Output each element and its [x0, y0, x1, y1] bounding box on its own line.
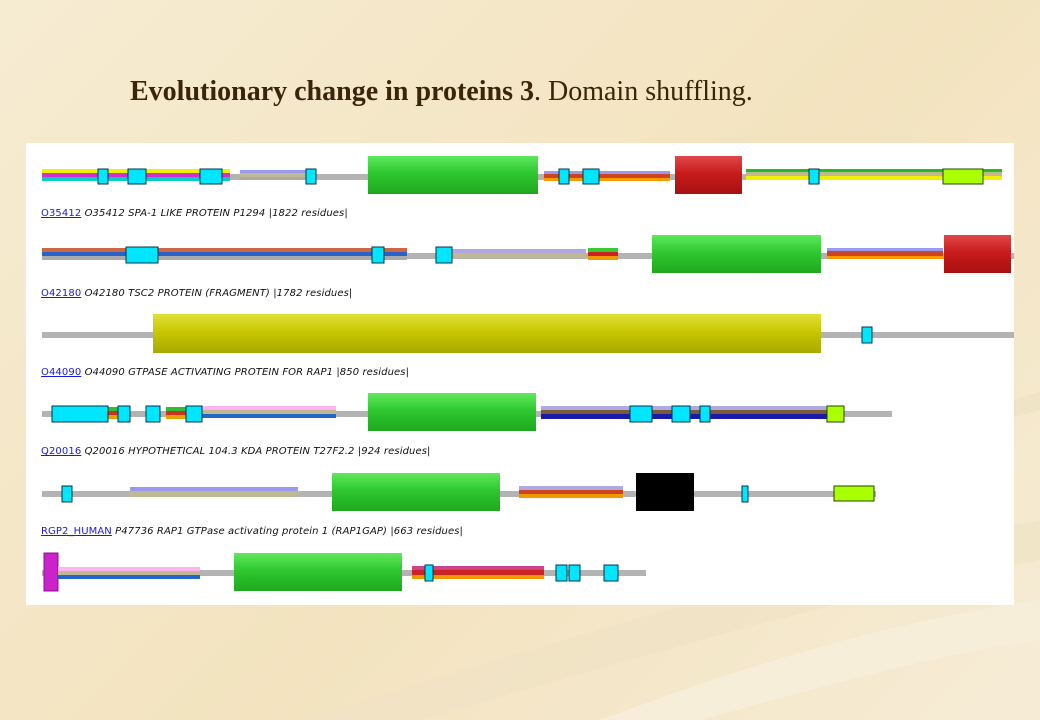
protein-link[interactable]: O42180	[41, 288, 82, 299]
lime-motif	[942, 168, 984, 185]
motif-box	[199, 168, 223, 185]
motif-box	[568, 564, 581, 582]
stripe-region	[746, 169, 1002, 180]
protein-description: O35412 SPA-1 LIKE PROTEIN P1294 |1822 re…	[84, 208, 348, 219]
slide-title-rest: . Domain shuffling.	[533, 76, 753, 107]
protein-row-5-diagram	[42, 473, 876, 511]
motif-box	[125, 246, 159, 264]
stripe-region	[240, 170, 310, 180]
slide-title-bold: Evolutionary change in proteins 3	[130, 76, 534, 107]
motif-box	[145, 405, 161, 423]
motif-box	[51, 405, 109, 423]
motif-box	[629, 405, 653, 423]
stripe-region	[519, 486, 623, 498]
protein-caption-2: O42180 O42180 TSC2 PROTEIN (FRAGMENT) |1…	[41, 287, 352, 301]
protein-link[interactable]: O44090	[41, 367, 82, 378]
domain-architecture-panel: O35412 O35412 SPA-1 LIKE PROTEIN P1294 |…	[26, 143, 1014, 605]
motif-box	[699, 405, 711, 423]
motif-box	[117, 405, 131, 423]
protein-link[interactable]: Q20016	[41, 446, 82, 457]
motif-box	[185, 405, 203, 423]
red-domain	[944, 235, 1011, 273]
gap-domain	[368, 156, 538, 194]
protein-caption-4: Q20016 Q20016 HYPOTHETICAL 104.3 KDA PRO…	[41, 445, 431, 459]
gap-domain	[234, 553, 402, 591]
slide-title: Evolutionary change in proteins 3. Domai…	[130, 76, 753, 108]
domain-architecture-diagram	[42, 156, 1014, 592]
motif-box	[435, 246, 453, 264]
protein-description: P47736 RAP1 GTPase activating protein 1 …	[115, 526, 464, 537]
stripe-region	[166, 407, 196, 419]
protein-caption-5: RGP2_HUMAN P47736 RAP1 GTPase activating…	[41, 525, 463, 539]
motif-box	[305, 168, 317, 185]
protein-caption-1: O35412 O35412 SPA-1 LIKE PROTEIN P1294 |…	[41, 207, 348, 221]
stripe-region	[42, 248, 407, 260]
black-domain	[636, 473, 694, 511]
protein-row-1-diagram	[42, 156, 1002, 194]
motif-box	[61, 485, 73, 503]
stripe-region	[412, 566, 544, 579]
stripe-region	[588, 248, 618, 260]
motif-box	[555, 564, 568, 582]
protein-description: O42180 TSC2 PROTEIN (FRAGMENT) |1782 res…	[84, 288, 353, 299]
motif-box	[603, 564, 619, 582]
stripe-region	[202, 406, 336, 418]
stripe-region	[544, 171, 670, 181]
stripe-region	[446, 249, 586, 258]
protein-row-4-diagram	[42, 393, 892, 431]
gap-domain	[652, 235, 821, 273]
protein-row-3-diagram	[42, 314, 1014, 353]
protein-description: Q20016 HYPOTHETICAL 104.3 KDA PROTEIN T2…	[84, 446, 431, 457]
red-domain	[675, 156, 742, 194]
stripe-region	[827, 248, 943, 259]
motif-box	[671, 405, 691, 423]
motif-box	[582, 168, 600, 185]
protein-link[interactable]: RGP2_HUMAN	[41, 526, 112, 537]
motif-box	[558, 168, 570, 185]
lime-motif	[826, 405, 845, 423]
motif-box	[97, 168, 109, 185]
motif-box	[808, 168, 820, 185]
stripe-region	[130, 487, 298, 497]
gap-domain	[332, 473, 500, 511]
magenta-motif	[43, 552, 59, 592]
protein-link[interactable]: O35412	[41, 208, 82, 219]
motif-box	[127, 168, 147, 185]
stripe-region	[541, 406, 841, 419]
motif-box	[861, 326, 873, 344]
protein-row-6-diagram	[42, 552, 646, 592]
gap-domain	[368, 393, 536, 431]
yellow-domain	[153, 314, 821, 353]
lime-motif	[833, 485, 875, 502]
protein-description: O44090 GTPASE ACTIVATING PROTEIN FOR RAP…	[84, 367, 410, 378]
motif-box	[371, 246, 385, 264]
motif-box	[424, 564, 434, 582]
protein-caption-3: O44090 O44090 GTPASE ACTIVATING PROTEIN …	[41, 366, 409, 380]
stripe-region	[106, 407, 128, 419]
stripe-region	[58, 567, 200, 579]
motif-box	[741, 485, 749, 503]
protein-row-2-diagram	[42, 235, 1014, 273]
